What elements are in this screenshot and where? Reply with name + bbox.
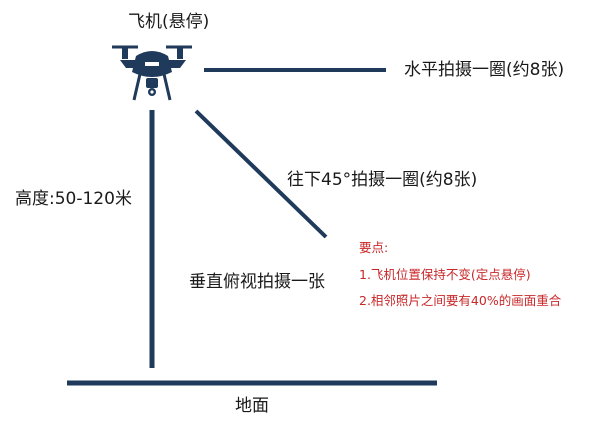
vertical-shot-label: 垂直俯视拍摄一张	[189, 272, 325, 292]
oblique-shot-label: 往下45°拍摄一圈(约8张)	[287, 170, 478, 190]
key-point-item: 2.相邻照片之间要有40%的画面重合	[359, 293, 562, 308]
oblique-line	[194, 109, 328, 239]
drone-title: 飞机(悬停)	[128, 12, 210, 32]
height-label: 高度:50-120米	[15, 189, 132, 209]
horizontal-shot-label: 水平拍摄一圈(约8张)	[404, 60, 565, 80]
key-point-item: 1.飞机位置保持不变(定点悬停)	[359, 266, 531, 282]
ground-label: 地面	[235, 396, 269, 416]
drone-icon	[112, 45, 192, 101]
key-points: 要点: 1.飞机位置保持不变(定点悬停) 2.相邻照片之间要有40%的画面重合	[359, 240, 562, 322]
key-points-heading: 要点:	[359, 240, 389, 255]
